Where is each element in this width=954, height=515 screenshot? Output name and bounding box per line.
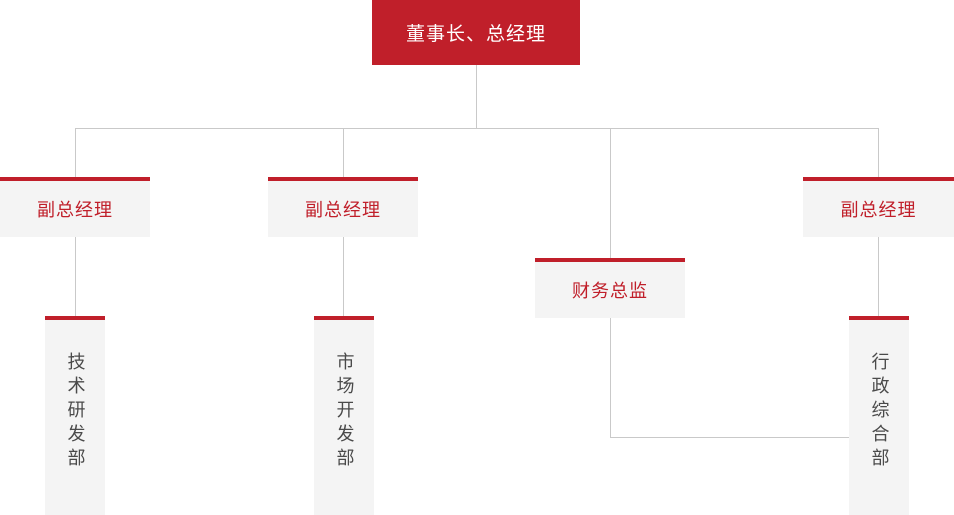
connector-bus	[75, 128, 879, 129]
node-deputy-general-manager-3[interactable]: 副总经理	[803, 177, 954, 237]
connector-dept-1	[75, 237, 76, 317]
node-label: 董事长、总经理	[405, 24, 546, 45]
node-label: 财务总监	[572, 281, 648, 301]
node-label: 副总经理	[37, 200, 113, 220]
connector-drop-1	[75, 128, 76, 178]
connector-finance-elbow-vertical	[610, 318, 611, 438]
connector-drop-4	[878, 128, 879, 178]
connector-root-stem	[476, 65, 477, 128]
node-label: 行政综合部	[869, 352, 890, 472]
connector-drop-2	[343, 128, 344, 178]
node-deputy-general-manager-2[interactable]: 副总经理	[268, 177, 418, 237]
node-label: 技术研发部	[65, 352, 86, 472]
node-department-market-development[interactable]: 市场开发部	[314, 316, 374, 515]
connector-dept-4	[878, 237, 879, 317]
connector-dept-2	[343, 237, 344, 317]
node-department-administration[interactable]: 行政综合部	[849, 316, 909, 515]
node-label: 副总经理	[840, 200, 917, 220]
node-finance-director[interactable]: 财务总监	[535, 258, 685, 318]
node-label: 市场开发部	[334, 352, 355, 472]
node-chairman-general-manager[interactable]: 董事长、总经理	[372, 0, 580, 65]
node-deputy-general-manager-1[interactable]: 副总经理	[0, 177, 150, 237]
node-department-technology-rnd[interactable]: 技术研发部	[45, 316, 105, 515]
node-label: 副总经理	[305, 200, 381, 220]
connector-drop-3	[610, 128, 611, 259]
connector-finance-elbow-horizontal	[610, 437, 851, 438]
